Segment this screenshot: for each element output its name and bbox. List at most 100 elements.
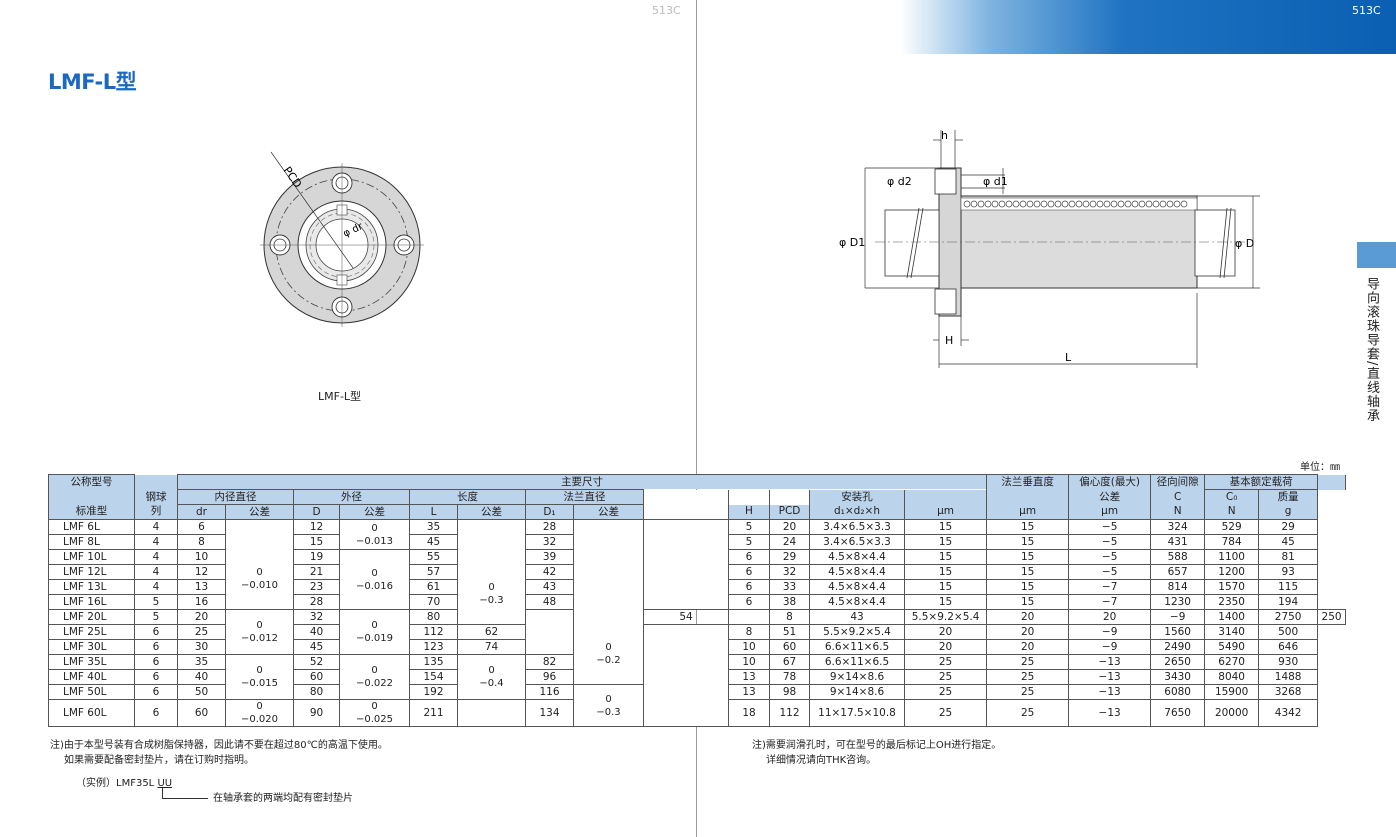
- table-cell: 6: [728, 564, 770, 580]
- page-number-left: 513C: [652, 4, 681, 17]
- d2-label: φ d2: [887, 175, 912, 188]
- table-cell: 32: [525, 534, 574, 550]
- table-cell: 29: [1258, 519, 1319, 535]
- side-tab[interactable]: [1357, 242, 1396, 268]
- col-nominal: 公称型号: [48, 474, 135, 490]
- table-cell: [728, 609, 770, 625]
- table-header-cell: H: [728, 504, 770, 520]
- table-header-cell: 公差: [225, 504, 294, 520]
- table-cell: 6: [134, 669, 178, 685]
- H-label: H: [945, 334, 953, 347]
- table-cell: 74: [457, 639, 526, 655]
- table-cell: 0−0.020: [225, 699, 294, 727]
- example-label: （实例）LMF35L: [76, 778, 155, 789]
- table-cell: 6: [134, 639, 178, 655]
- table-cell: 15: [986, 564, 1070, 580]
- table-cell: LMF 60L: [48, 699, 135, 727]
- drawing-caption: LMF-L型: [318, 390, 362, 403]
- example-desc-row: 在轴承套的两端均配有密封垫片: [50, 788, 388, 807]
- table-cell: 15: [903, 564, 988, 580]
- col-row: 列: [134, 504, 178, 520]
- col-load: 基本额定载荷: [1204, 474, 1319, 490]
- col-mass: 质量: [1258, 489, 1319, 505]
- table-cell: 784: [1204, 534, 1260, 550]
- table-cell: 15: [986, 579, 1070, 595]
- table-cell: 25: [986, 654, 1070, 670]
- table-header-cell: 公差: [573, 504, 644, 520]
- table-cell: 48: [525, 594, 574, 610]
- table-cell: 20: [903, 639, 988, 655]
- table-cell: 25: [903, 684, 988, 700]
- table-header-cell: N: [1204, 504, 1260, 520]
- table-cell: 2350: [1204, 594, 1260, 610]
- table-cell: 5: [134, 594, 178, 610]
- table-cell: 20: [769, 519, 810, 535]
- table-cell: −5: [1068, 549, 1152, 565]
- table-cell: 20: [1068, 609, 1152, 625]
- note-example: （实例）LMF35L UU: [50, 776, 388, 791]
- table-cell: 20000: [1204, 699, 1260, 727]
- col-outer: 外径: [293, 489, 410, 505]
- table-cell: LMF 20L: [48, 609, 135, 625]
- table-cell: LMF 35L: [48, 654, 135, 670]
- table-cell: 32: [769, 564, 810, 580]
- table-cell: 10: [728, 639, 770, 655]
- table-cell: 15: [986, 549, 1070, 565]
- table-cell: 0−0.4: [457, 654, 526, 700]
- table-cell: 6: [134, 624, 178, 640]
- table-cell: [643, 549, 729, 565]
- table-cell: LMF 8L: [48, 534, 135, 550]
- table-cell: 116: [525, 684, 574, 700]
- table-cell: −13: [1068, 684, 1152, 700]
- table-cell: 6.6×11×6.5: [809, 654, 905, 670]
- table-cell: 4: [134, 534, 178, 550]
- col-C: C: [1150, 489, 1206, 505]
- table-cell: 5.5×9.2×5.4: [809, 624, 905, 640]
- table-cell: 29: [769, 549, 810, 565]
- table-cell: −13: [1068, 699, 1152, 727]
- table-cell: 8: [728, 624, 770, 640]
- col-C0: C₀: [1204, 489, 1260, 505]
- table-cell: 8: [769, 609, 810, 625]
- table-header-cell: [134, 474, 178, 490]
- table-cell: 8040: [1204, 669, 1260, 685]
- table-cell: 0−0.016: [339, 549, 410, 610]
- example-code: UU: [157, 778, 173, 789]
- table-header-cell: g: [1258, 504, 1319, 520]
- table-cell: LMF 12L: [48, 564, 135, 580]
- table-cell: [643, 669, 729, 685]
- table-cell: 646: [1258, 639, 1319, 655]
- table-cell: 0−0.013: [339, 519, 410, 550]
- table-cell: 115: [1258, 579, 1319, 595]
- table-cell: 24: [769, 534, 810, 550]
- header-row-2: 钢球 内径直径 外径 长度 法兰直径 安装孔 公差 C C₀ 质量: [48, 489, 1346, 505]
- table-cell: 6: [728, 549, 770, 565]
- table-cell: −7: [1068, 579, 1152, 595]
- table-cell: 15: [903, 534, 988, 550]
- table-cell: 40: [177, 669, 226, 685]
- table-cell: 13: [177, 579, 226, 595]
- d1-label: φ d1: [983, 175, 1008, 188]
- table-cell: 15: [903, 594, 988, 610]
- note-right-1: 注)需要润滑孔时，可在型号的最后标记上OH进行指定。: [752, 740, 1002, 751]
- page-title: LMF-L型: [48, 70, 137, 94]
- front-view-drawing: PCD φ dr: [260, 151, 424, 327]
- L-label: L: [1065, 351, 1072, 364]
- table-cell: 0−0.015: [225, 654, 294, 700]
- table-cell: LMF 50L: [48, 684, 135, 700]
- table-cell: 60: [293, 669, 340, 685]
- table-cell: −5: [1068, 564, 1152, 580]
- table-cell: 70: [409, 594, 458, 610]
- table-cell: 80: [293, 684, 340, 700]
- table-cell: 25: [986, 669, 1070, 685]
- table-cell: 55: [409, 549, 458, 565]
- table-cell: 5: [134, 609, 178, 625]
- table-cell: 32: [293, 609, 340, 625]
- table-cell: 2490: [1150, 639, 1206, 655]
- table-cell: −9: [1068, 624, 1152, 640]
- table-cell: [573, 519, 644, 625]
